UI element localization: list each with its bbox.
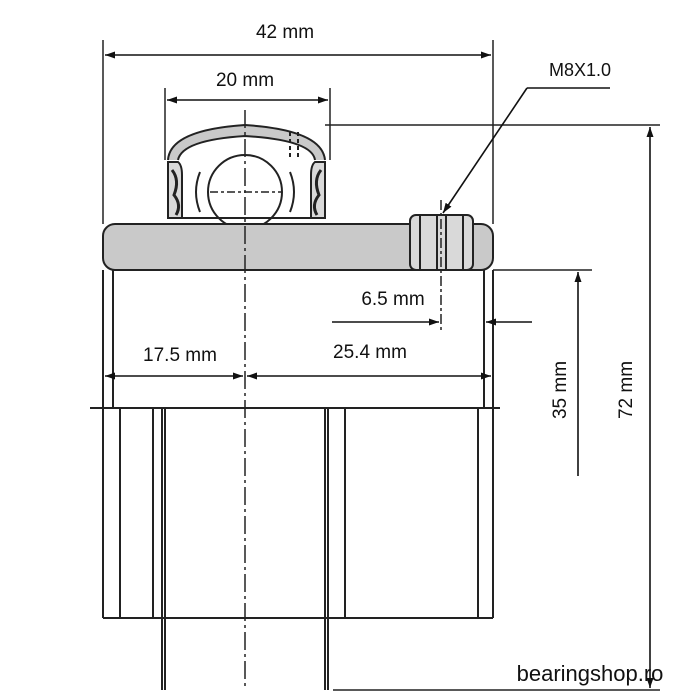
dim-label-72: 72 mm bbox=[616, 361, 637, 419]
dim-label-35: 35 mm bbox=[550, 361, 571, 419]
dimension-lines bbox=[105, 51, 654, 688]
leader-line-screw bbox=[442, 87, 528, 214]
center-lines bbox=[210, 110, 442, 690]
dim-label-20: 20 mm bbox=[216, 70, 274, 91]
dim-label-6-5: 6.5 mm bbox=[361, 289, 424, 310]
dim-label-42: 42 mm bbox=[256, 22, 314, 43]
extension-lines bbox=[102, 40, 660, 691]
watermark-text: bearingshop.ro bbox=[517, 661, 664, 686]
shaft-section bbox=[90, 270, 500, 690]
dim-label-17-5: 17.5 mm bbox=[143, 345, 217, 366]
set-screw-label: M8X1.0 bbox=[549, 60, 611, 80]
dim-label-25-4: 25.4 mm bbox=[333, 342, 407, 363]
inner-ring bbox=[102, 223, 494, 271]
bearing-upper-section bbox=[167, 123, 326, 230]
